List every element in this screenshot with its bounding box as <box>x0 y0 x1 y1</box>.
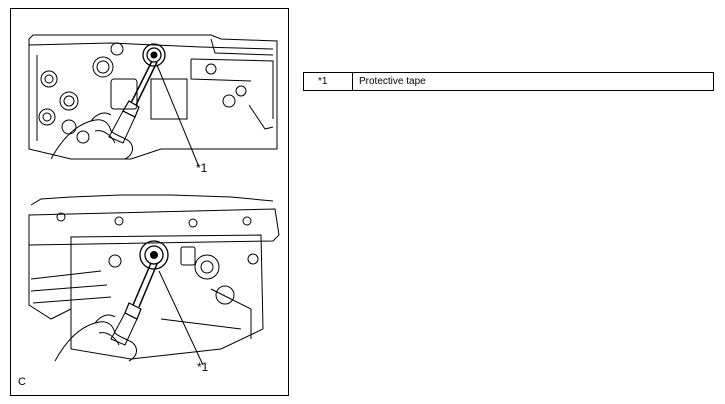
lower-transmission-illustration <box>28 194 280 366</box>
callout-label-bottom: *1 <box>197 360 209 374</box>
illustration-frame: *1 *1 C <box>10 8 289 396</box>
transmission-illustration <box>28 34 280 366</box>
legend-row: *1 Protective tape <box>303 72 714 91</box>
callout-label-top: *1 <box>196 161 208 175</box>
legend-code: *1 <box>303 72 353 91</box>
legend-description: Protective tape <box>352 72 714 91</box>
upper-transmission-illustration <box>28 34 278 168</box>
figure-code: C <box>18 376 26 388</box>
legend-table: *1 Protective tape <box>303 72 714 91</box>
